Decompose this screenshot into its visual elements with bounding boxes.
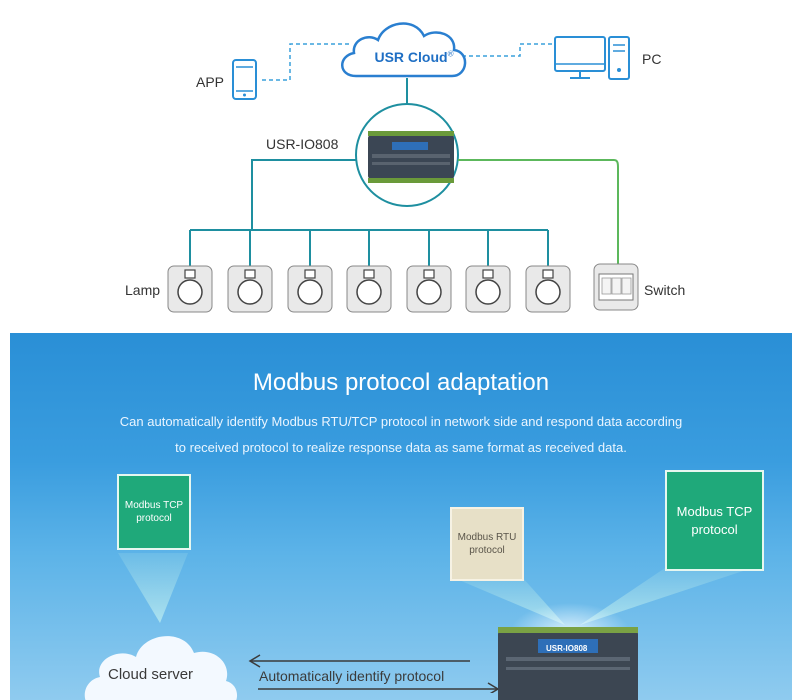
lamp-icon	[287, 265, 333, 313]
left-protocol-line-2: protocol	[136, 513, 172, 524]
panel-description: Can automatically identify Modbus RTU/TC…	[10, 409, 792, 461]
middle-protocol-box: Modbus RTU protocol	[450, 507, 524, 581]
cloud-label: USR Cloud®	[366, 49, 462, 65]
lamp-icon	[167, 265, 213, 313]
cloud-server-label: Cloud server	[108, 666, 194, 683]
lamp-array	[167, 230, 571, 313]
pc-label: PC	[642, 51, 662, 67]
description-line-2: to received protocol to realize response…	[175, 440, 627, 455]
switch-label: Switch	[644, 282, 686, 298]
switch-icon	[593, 263, 639, 311]
right-beam	[580, 568, 752, 625]
lamp-icon	[227, 265, 273, 313]
cloud-server-icon	[84, 636, 237, 700]
app-label: APP	[196, 74, 225, 90]
phone-icon	[232, 59, 257, 100]
right-protocol-line-2: protocol	[691, 521, 738, 537]
lamp-icon	[465, 265, 511, 313]
device-brand-label: USR-IO808	[546, 644, 588, 653]
registered-mark: ®	[447, 49, 454, 59]
middle-protocol-line-2: protocol	[469, 545, 505, 556]
io-device-icon	[498, 627, 638, 700]
middle-protocol-line-1: Modbus RTU	[457, 531, 517, 543]
light-beams	[118, 553, 752, 663]
iot-topology-diagram	[167, 22, 639, 313]
arrow-caption: Automatically identify protocol	[259, 668, 445, 684]
panel-title: Modbus protocol adaptation	[252, 369, 550, 396]
lamp-icon	[406, 265, 452, 313]
left-beam	[118, 553, 188, 623]
left-protocol-box: Modbus TCP protocol	[117, 474, 191, 550]
modbus-adaptation-panel: Modbus protocol adaptation Can automatic…	[10, 333, 792, 700]
device-label: USR-IO808	[266, 136, 339, 152]
io-controller-device-icon	[368, 131, 454, 183]
description-line-1: Can automatically identify Modbus RTU/TC…	[119, 414, 683, 429]
cloud-icon	[341, 22, 467, 78]
switch-branch-link	[458, 159, 619, 264]
computer-icon	[554, 36, 630, 80]
left-protocol-line-1: Modbus TCP	[124, 499, 184, 511]
lamp-label: Lamp	[125, 282, 161, 298]
pc-cloud-dashed-link	[462, 43, 552, 57]
lamp-branch-link	[251, 159, 356, 230]
lamp-icon	[346, 265, 392, 313]
right-protocol-box: Modbus TCP protocol	[665, 470, 764, 571]
lamp-icon	[525, 265, 571, 313]
app-cloud-dashed-link	[262, 43, 350, 81]
cloud-label-text: USR Cloud	[374, 49, 448, 65]
right-protocol-line-1: Modbus TCP	[676, 503, 753, 519]
